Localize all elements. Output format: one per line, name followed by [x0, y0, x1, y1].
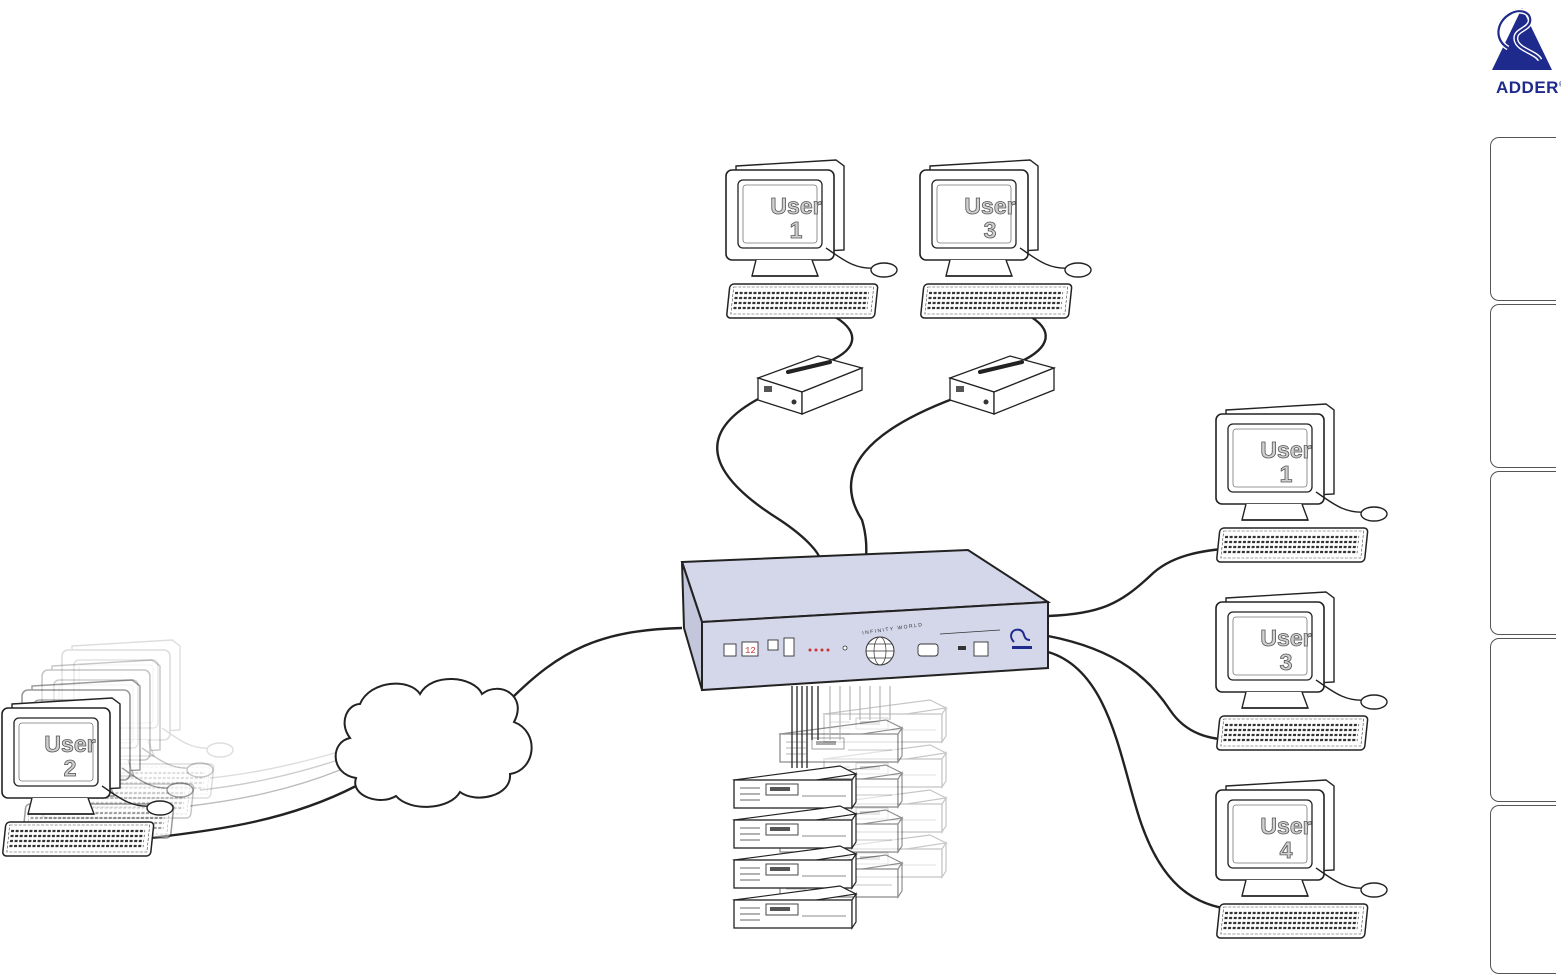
svg-text:12: 12	[745, 646, 756, 656]
workstation-right-user-1	[1216, 404, 1387, 562]
workstation-right-user-3	[1216, 592, 1387, 750]
workstation-top-user-3	[920, 160, 1091, 318]
workstation-top-user-1	[726, 160, 897, 318]
workstation-right-user-4	[1216, 780, 1387, 938]
kvm-switch: 12 INFINITY WORLD	[682, 550, 1048, 690]
servers-front	[734, 766, 856, 928]
extender-user-1	[758, 356, 862, 414]
adder-logo-icon	[1492, 8, 1552, 70]
extender-user-3	[950, 356, 1054, 414]
network-cloud	[336, 679, 532, 807]
